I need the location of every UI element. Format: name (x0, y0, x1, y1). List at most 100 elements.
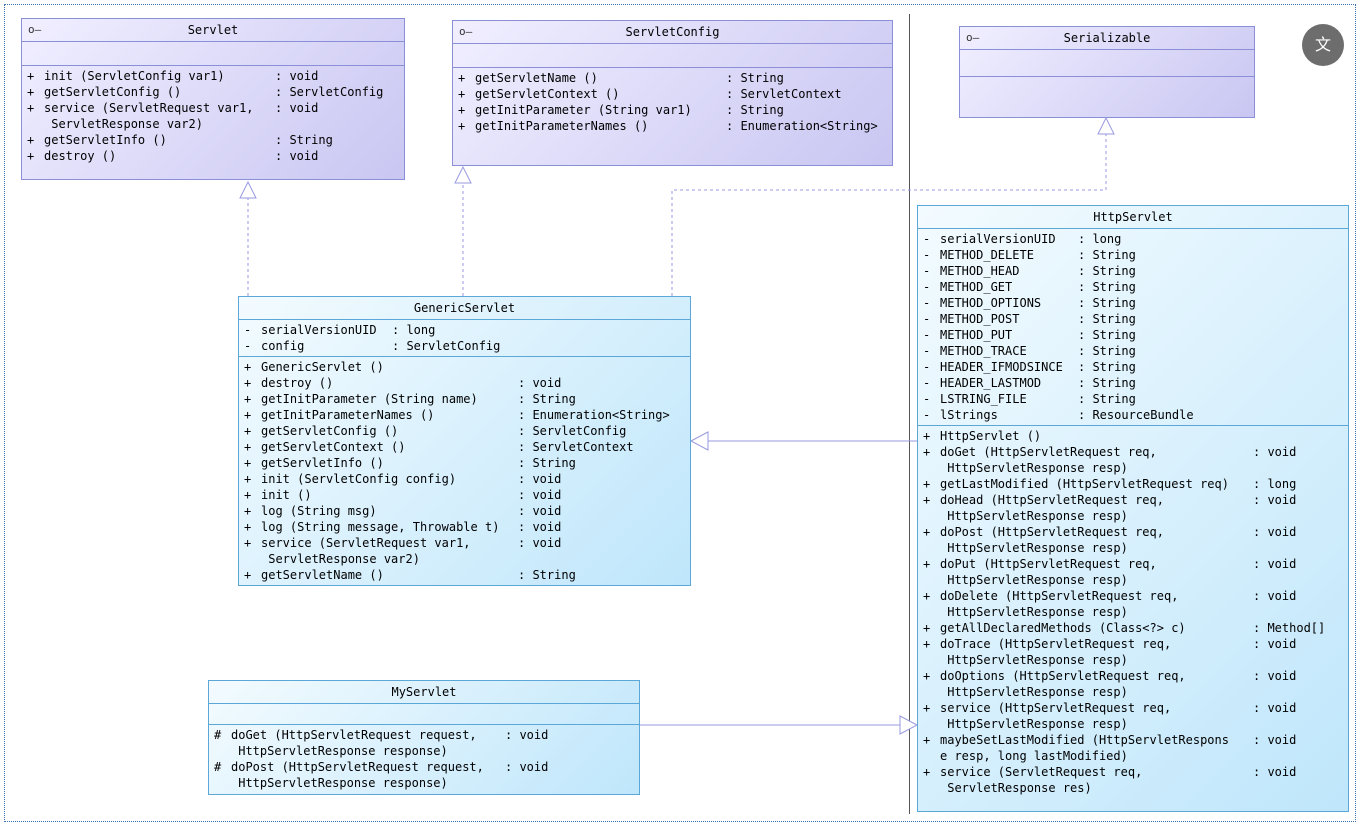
member-row: +doDelete (HttpServletRequest req, HttpS… (918, 588, 1348, 620)
member-type: : long (1078, 232, 1122, 246)
class-name: GenericServlet (413, 301, 516, 315)
member-visibility: + (923, 557, 931, 571)
methods-section: +init (ServletConfig var1): void+getServ… (22, 66, 404, 166)
member-signature: getServletConfig () (261, 424, 399, 438)
member-row: -lStrings: ResourceBundle (918, 407, 1348, 423)
member-row: + maybeSetLastModified (HttpServletRespon… (918, 732, 1348, 764)
interface-icon: o– (966, 31, 980, 44)
member-type: : String (518, 568, 576, 582)
class-serializable[interactable]: o–Serializable (959, 26, 1255, 118)
member-signature: LSTRING_FILE (940, 392, 1027, 406)
member-type: : void (275, 69, 319, 83)
member-visibility: + (923, 429, 931, 443)
member-visibility: - (923, 344, 931, 358)
member-type: : String (726, 103, 784, 117)
member-signature: getAllDeclaredMethods (Class<?> c) (940, 621, 1186, 635)
member-signature: METHOD_DELETE (940, 248, 1034, 262)
member-visibility: + (244, 392, 252, 406)
fields-section (453, 44, 892, 68)
class-httpservlet[interactable]: HttpServlet -serialVersionUID: long-METH… (917, 205, 1349, 812)
member-visibility: - (923, 248, 931, 262)
member-signature: log (String msg) (261, 504, 377, 518)
member-signature: doPost (HttpServletRequest request, Http… (231, 760, 484, 790)
member-type: : String (1078, 376, 1136, 390)
member-visibility: - (923, 328, 931, 342)
member-row: +getServletContext (): ServletContext (453, 86, 892, 102)
member-type: : String (1078, 328, 1136, 342)
member-visibility: + (27, 133, 35, 147)
member-signature: lStrings (940, 408, 998, 422)
member-type: : void (275, 149, 319, 163)
methods-section: +HttpServlet ()+doGet (HttpServletReques… (918, 426, 1348, 798)
member-signature: doGet (HttpServletRequest request, HttpS… (231, 728, 477, 758)
member-row: +getServletConfig (): ServletConfig (22, 84, 404, 100)
member-signature: getLastModified (HttpServletRequest req) (940, 477, 1229, 491)
member-type: : String (1078, 280, 1136, 294)
member-row: -HEADER_IFMODSINCE: String (918, 359, 1348, 375)
member-signature: METHOD_HEAD (940, 264, 1020, 278)
member-row: -METHOD_POST: String (918, 311, 1348, 327)
member-type: : String (1078, 344, 1136, 358)
member-visibility: + (244, 472, 252, 486)
member-signature: getInitParameter (String name) (261, 392, 478, 406)
member-visibility: + (27, 85, 35, 99)
member-visibility: + (458, 103, 466, 117)
member-signature: getServletContext () (475, 87, 620, 101)
member-visibility: - (923, 376, 931, 390)
member-row: +service (ServletRequest var1, ServletRe… (22, 100, 404, 132)
translate-icon[interactable]: 文 (1302, 24, 1344, 66)
fields-section (960, 50, 1254, 77)
member-type: : void (1253, 765, 1297, 779)
member-row: -serialVersionUID: long (239, 322, 690, 338)
member-visibility: + (923, 637, 931, 651)
member-signature: getServletName () (475, 71, 598, 85)
member-row: +doOptions (HttpServletRequest req, Http… (918, 668, 1348, 700)
member-signature: HEADER_IFMODSINCE (940, 360, 1063, 374)
class-myservlet[interactable]: MyServlet #doGet (HttpServletRequest req… (208, 680, 640, 795)
member-type: : String (1078, 392, 1136, 406)
member-row: -HEADER_LASTMOD: String (918, 375, 1348, 391)
member-signature: METHOD_POST (940, 312, 1020, 326)
member-type: : ServletConfig (392, 339, 501, 353)
member-signature: doTrace (HttpServletRequest req, HttpSer… (940, 637, 1172, 667)
member-signature: service (ServletRequest req, ServletResp… (940, 765, 1143, 795)
member-signature: init (ServletConfig config) (261, 472, 457, 486)
member-row: +init (ServletConfig var1): void (22, 68, 404, 84)
member-signature: maybeSetLastModified (HttpServletRespons… (940, 733, 1229, 763)
member-row: +service (ServletRequest var1, ServletRe… (239, 535, 690, 567)
member-row: -serialVersionUID: long (918, 231, 1348, 247)
member-type: : String (518, 392, 576, 406)
member-visibility: - (923, 232, 931, 246)
config-realization-arrow (454, 165, 472, 184)
fields-section (22, 42, 404, 66)
member-signature: service (ServletRequest var1, ServletRes… (44, 101, 254, 131)
member-type: : String (275, 133, 333, 147)
member-visibility: + (244, 360, 252, 374)
member-visibility: - (923, 408, 931, 422)
member-visibility: + (244, 408, 252, 422)
member-visibility: + (244, 376, 252, 390)
member-signature: getServletContext () (261, 440, 406, 454)
member-visibility: - (923, 360, 931, 374)
member-signature: METHOD_TRACE (940, 344, 1027, 358)
class-servletconfig[interactable]: o–ServletConfig +getServletName (): Stri… (452, 20, 893, 166)
member-signature: getServletInfo () (44, 133, 167, 147)
member-visibility: + (458, 87, 466, 101)
fields-section: -serialVersionUID: long-METHOD_DELETE: S… (918, 229, 1348, 426)
member-visibility: + (923, 477, 931, 491)
vertical-separator (909, 14, 910, 814)
member-type: : void (518, 536, 562, 550)
member-visibility: + (27, 149, 35, 163)
class-genericservlet[interactable]: GenericServlet -serialVersionUID: long-c… (238, 296, 691, 586)
member-visibility: + (923, 733, 931, 747)
member-type: : void (1253, 669, 1297, 683)
member-visibility: - (923, 312, 931, 326)
class-name: Servlet (187, 23, 239, 37)
member-row: +getServletName (): String (453, 70, 892, 86)
member-row: -config: ServletConfig (239, 338, 690, 354)
class-servlet[interactable]: o–Servlet +init (ServletConfig var1): vo… (21, 18, 405, 180)
member-visibility: # (214, 760, 222, 774)
member-type: : Method[] (1253, 621, 1326, 635)
member-signature: GenericServlet () (261, 360, 384, 374)
